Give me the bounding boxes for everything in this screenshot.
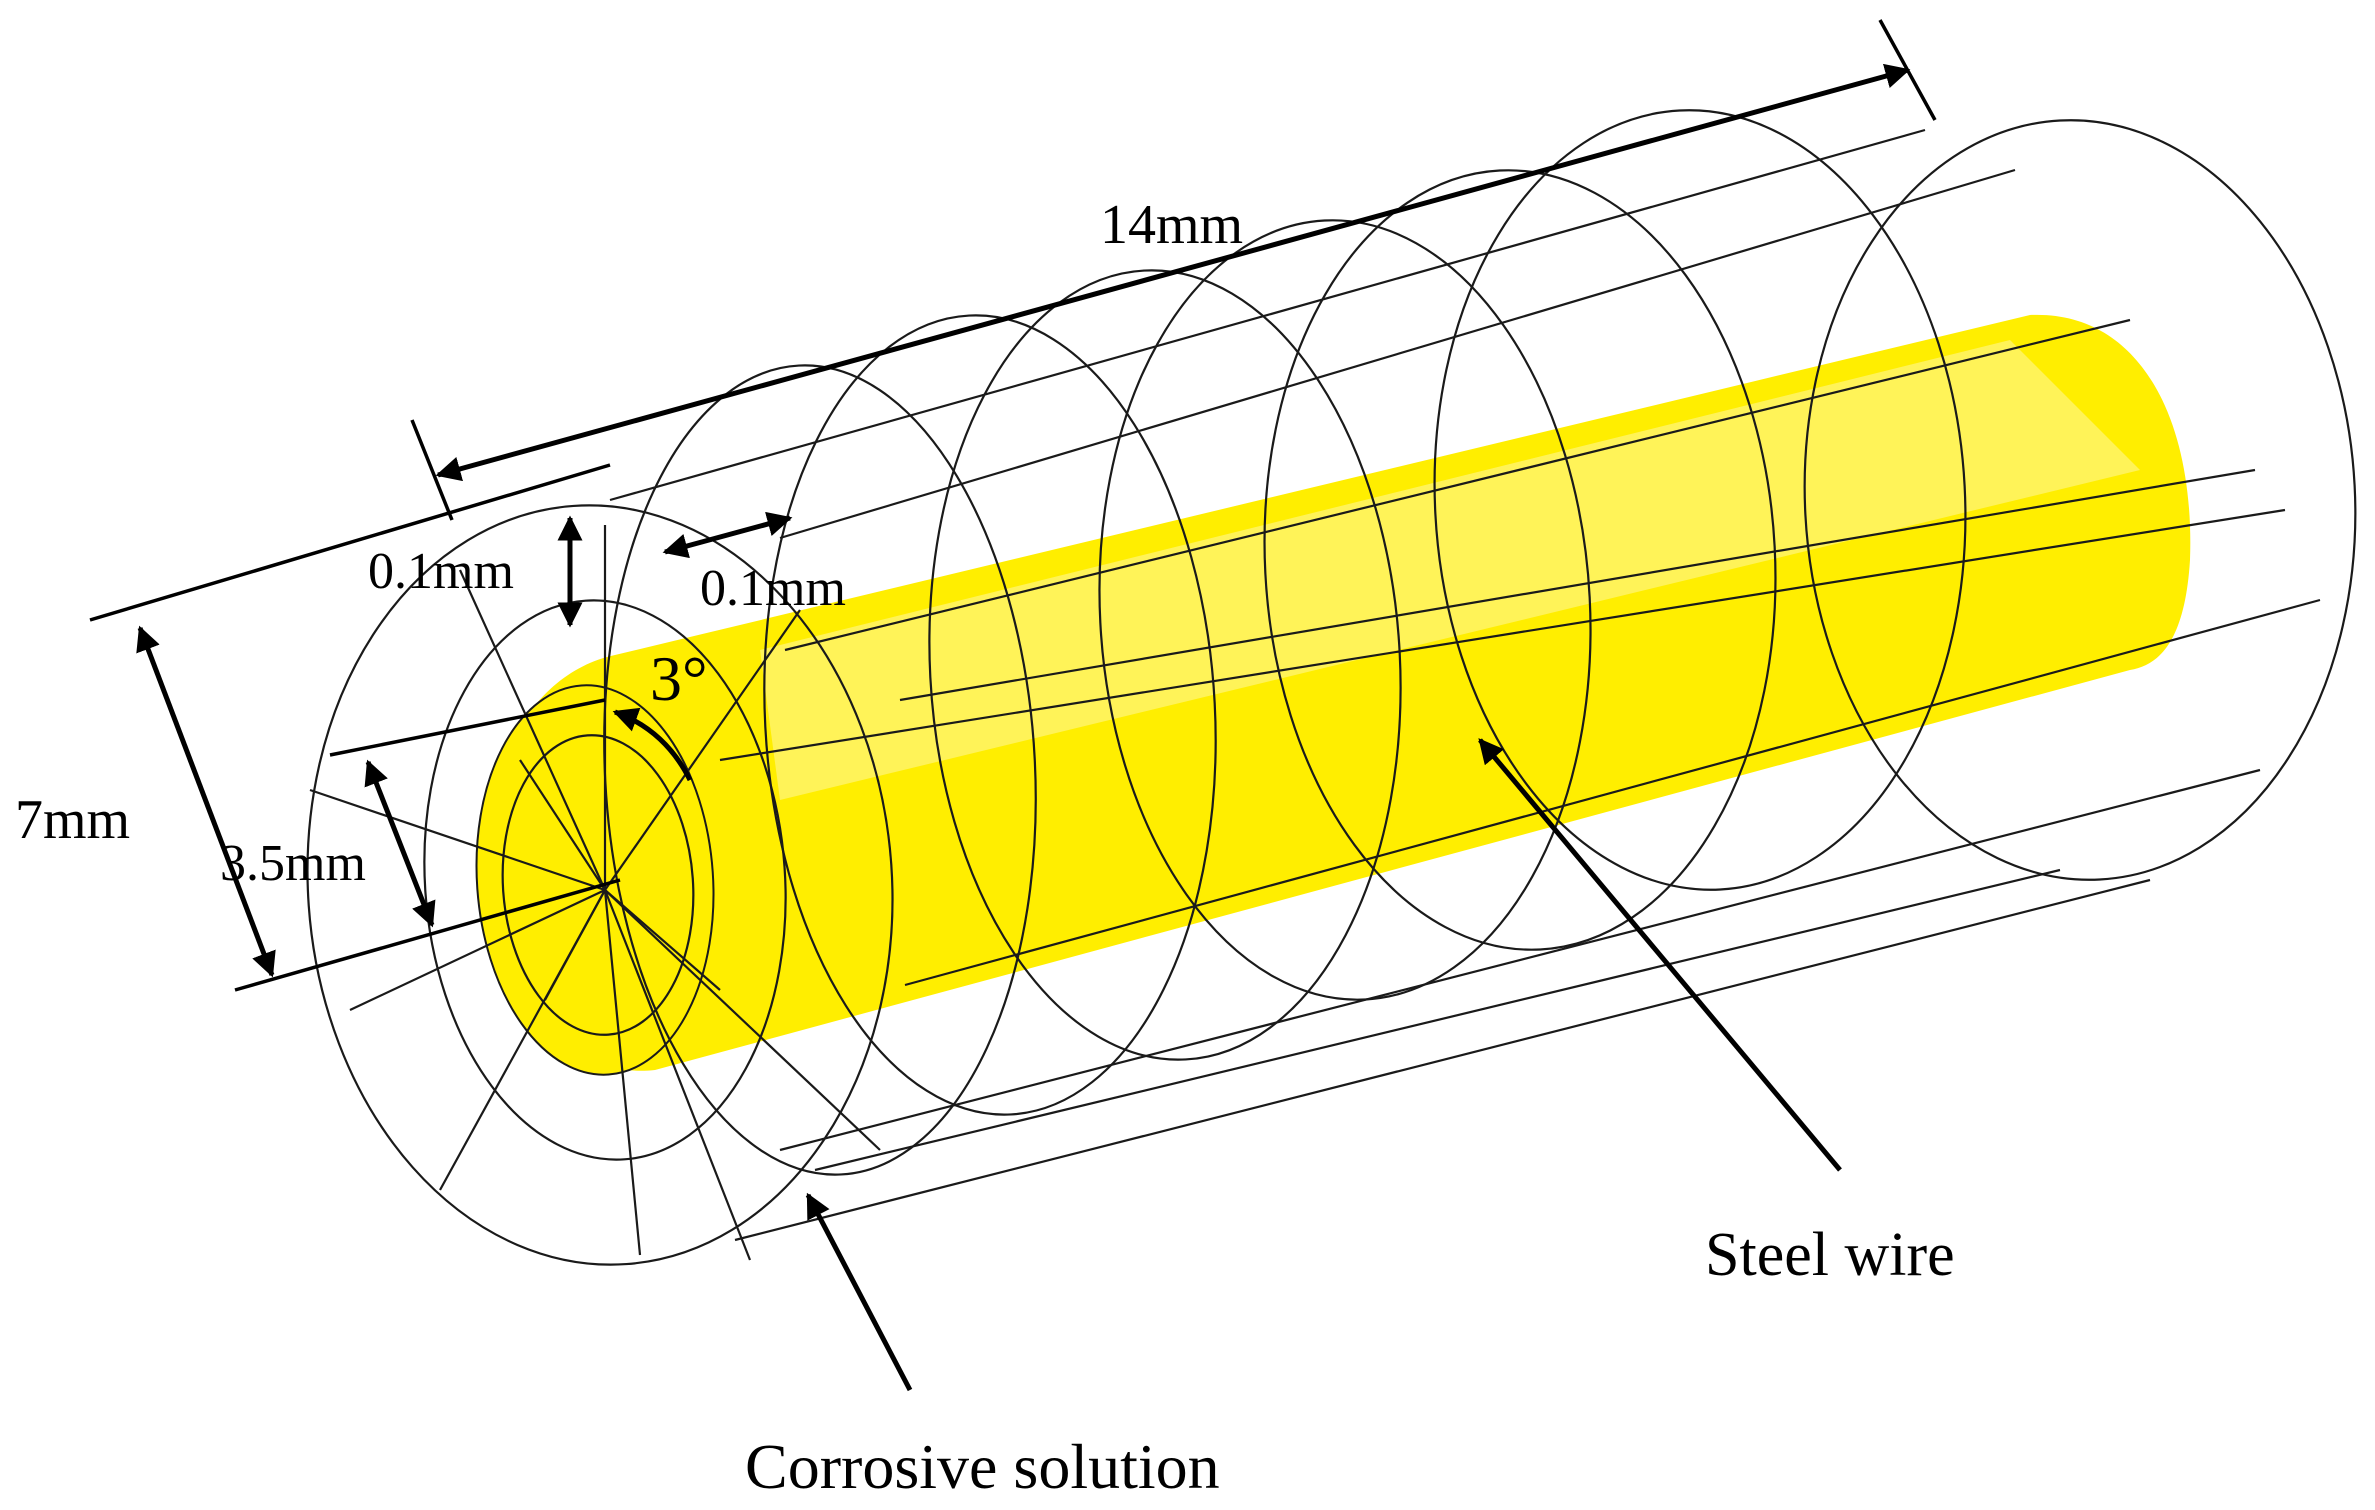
steel-wire-label: Steel wire xyxy=(1705,1221,1955,1289)
dimension-angle: 3° xyxy=(612,643,708,782)
near-end-face xyxy=(306,504,894,1266)
corrosive-solution-label: Corrosive solution xyxy=(745,1431,1220,1502)
axial-mesh-label: 0.1mm xyxy=(700,560,846,617)
radial-mesh-label: 0.1mm xyxy=(368,543,514,600)
dimension-radius: 3.5mm xyxy=(220,698,606,928)
callout-corrosive-solution: Corrosive solution xyxy=(745,1192,1220,1502)
dimension-axial-mesh: 0.1mm xyxy=(662,511,846,617)
radius-label: 3.5mm xyxy=(220,835,366,892)
generator-line xyxy=(779,768,2261,1152)
generator-line xyxy=(814,868,2061,1172)
near-end-outer-ellipse xyxy=(306,504,894,1266)
diameter-label: 7mm xyxy=(15,789,130,851)
dimension-diameter: 7mm xyxy=(15,463,621,992)
wire-core-ellipse xyxy=(501,734,695,1036)
callout-steel-wire: Steel wire xyxy=(1478,738,1955,1289)
dimension-length: 14mm xyxy=(410,19,1937,521)
dimension-radial-mesh: 0.1mm xyxy=(368,515,583,628)
generator-line xyxy=(719,508,2286,762)
angle-label: 3° xyxy=(650,643,708,714)
radial-spokes xyxy=(309,525,881,1261)
far-end-face xyxy=(1803,119,2357,881)
length-label: 14mm xyxy=(1100,194,1243,256)
generator-line xyxy=(899,468,2256,702)
generator-line xyxy=(734,878,2151,1242)
generator-line xyxy=(904,598,2321,987)
